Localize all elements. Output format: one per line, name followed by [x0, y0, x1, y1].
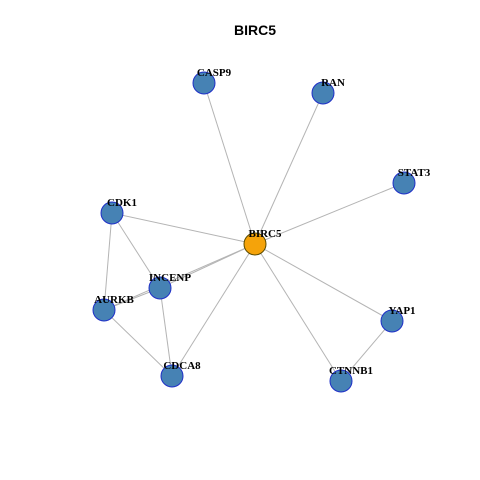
edge-birc5-aurkb [103, 243, 256, 311]
edge-birc5-ctnnb1 [254, 243, 342, 382]
node-casp9 [192, 71, 216, 95]
node-birc5 [243, 232, 267, 256]
node-layer [92, 71, 416, 393]
node-label-yap1: YAP1 [388, 305, 415, 317]
edge-incenp-cdca8 [159, 287, 173, 377]
node-label-ran: RAN [321, 77, 345, 89]
node-label-stat3: STAT3 [398, 167, 431, 179]
node-aurkb [92, 298, 116, 322]
node-incenp [148, 276, 172, 300]
node-label-ctnnb1: CTNNB1 [329, 365, 373, 377]
edge-cdk1-incenp [111, 212, 161, 289]
edge-birc5-ran [254, 92, 324, 245]
node-label-cdk1: CDK1 [107, 197, 137, 209]
edge-aurkb-cdca8 [103, 309, 173, 377]
diagram-title: BIRC5 [234, 22, 276, 38]
node-yap1 [380, 309, 404, 333]
node-label-birc5: BIRC5 [248, 228, 282, 240]
edge-birc5-yap1 [254, 243, 393, 322]
edge-birc5-casp9 [203, 82, 256, 245]
edge-birc5-cdca8 [171, 243, 256, 377]
edge-birc5-stat3 [254, 182, 405, 245]
node-cdk1 [100, 201, 124, 225]
edge-yap1-ctnnb1 [340, 320, 393, 382]
node-label-incenp: INCENP [149, 272, 191, 284]
node-label-aurkb: AURKB [94, 294, 134, 306]
node-ctnnb1 [329, 369, 353, 393]
node-ran [311, 81, 335, 105]
edge-birc5-cdk1 [111, 212, 256, 245]
node-cdca8 [160, 364, 184, 388]
edge-cdk1-aurkb [103, 212, 113, 311]
node-label-casp9: CASP9 [197, 67, 232, 79]
node-stat3 [392, 171, 416, 195]
node-label-cdca8: CDCA8 [163, 360, 201, 372]
